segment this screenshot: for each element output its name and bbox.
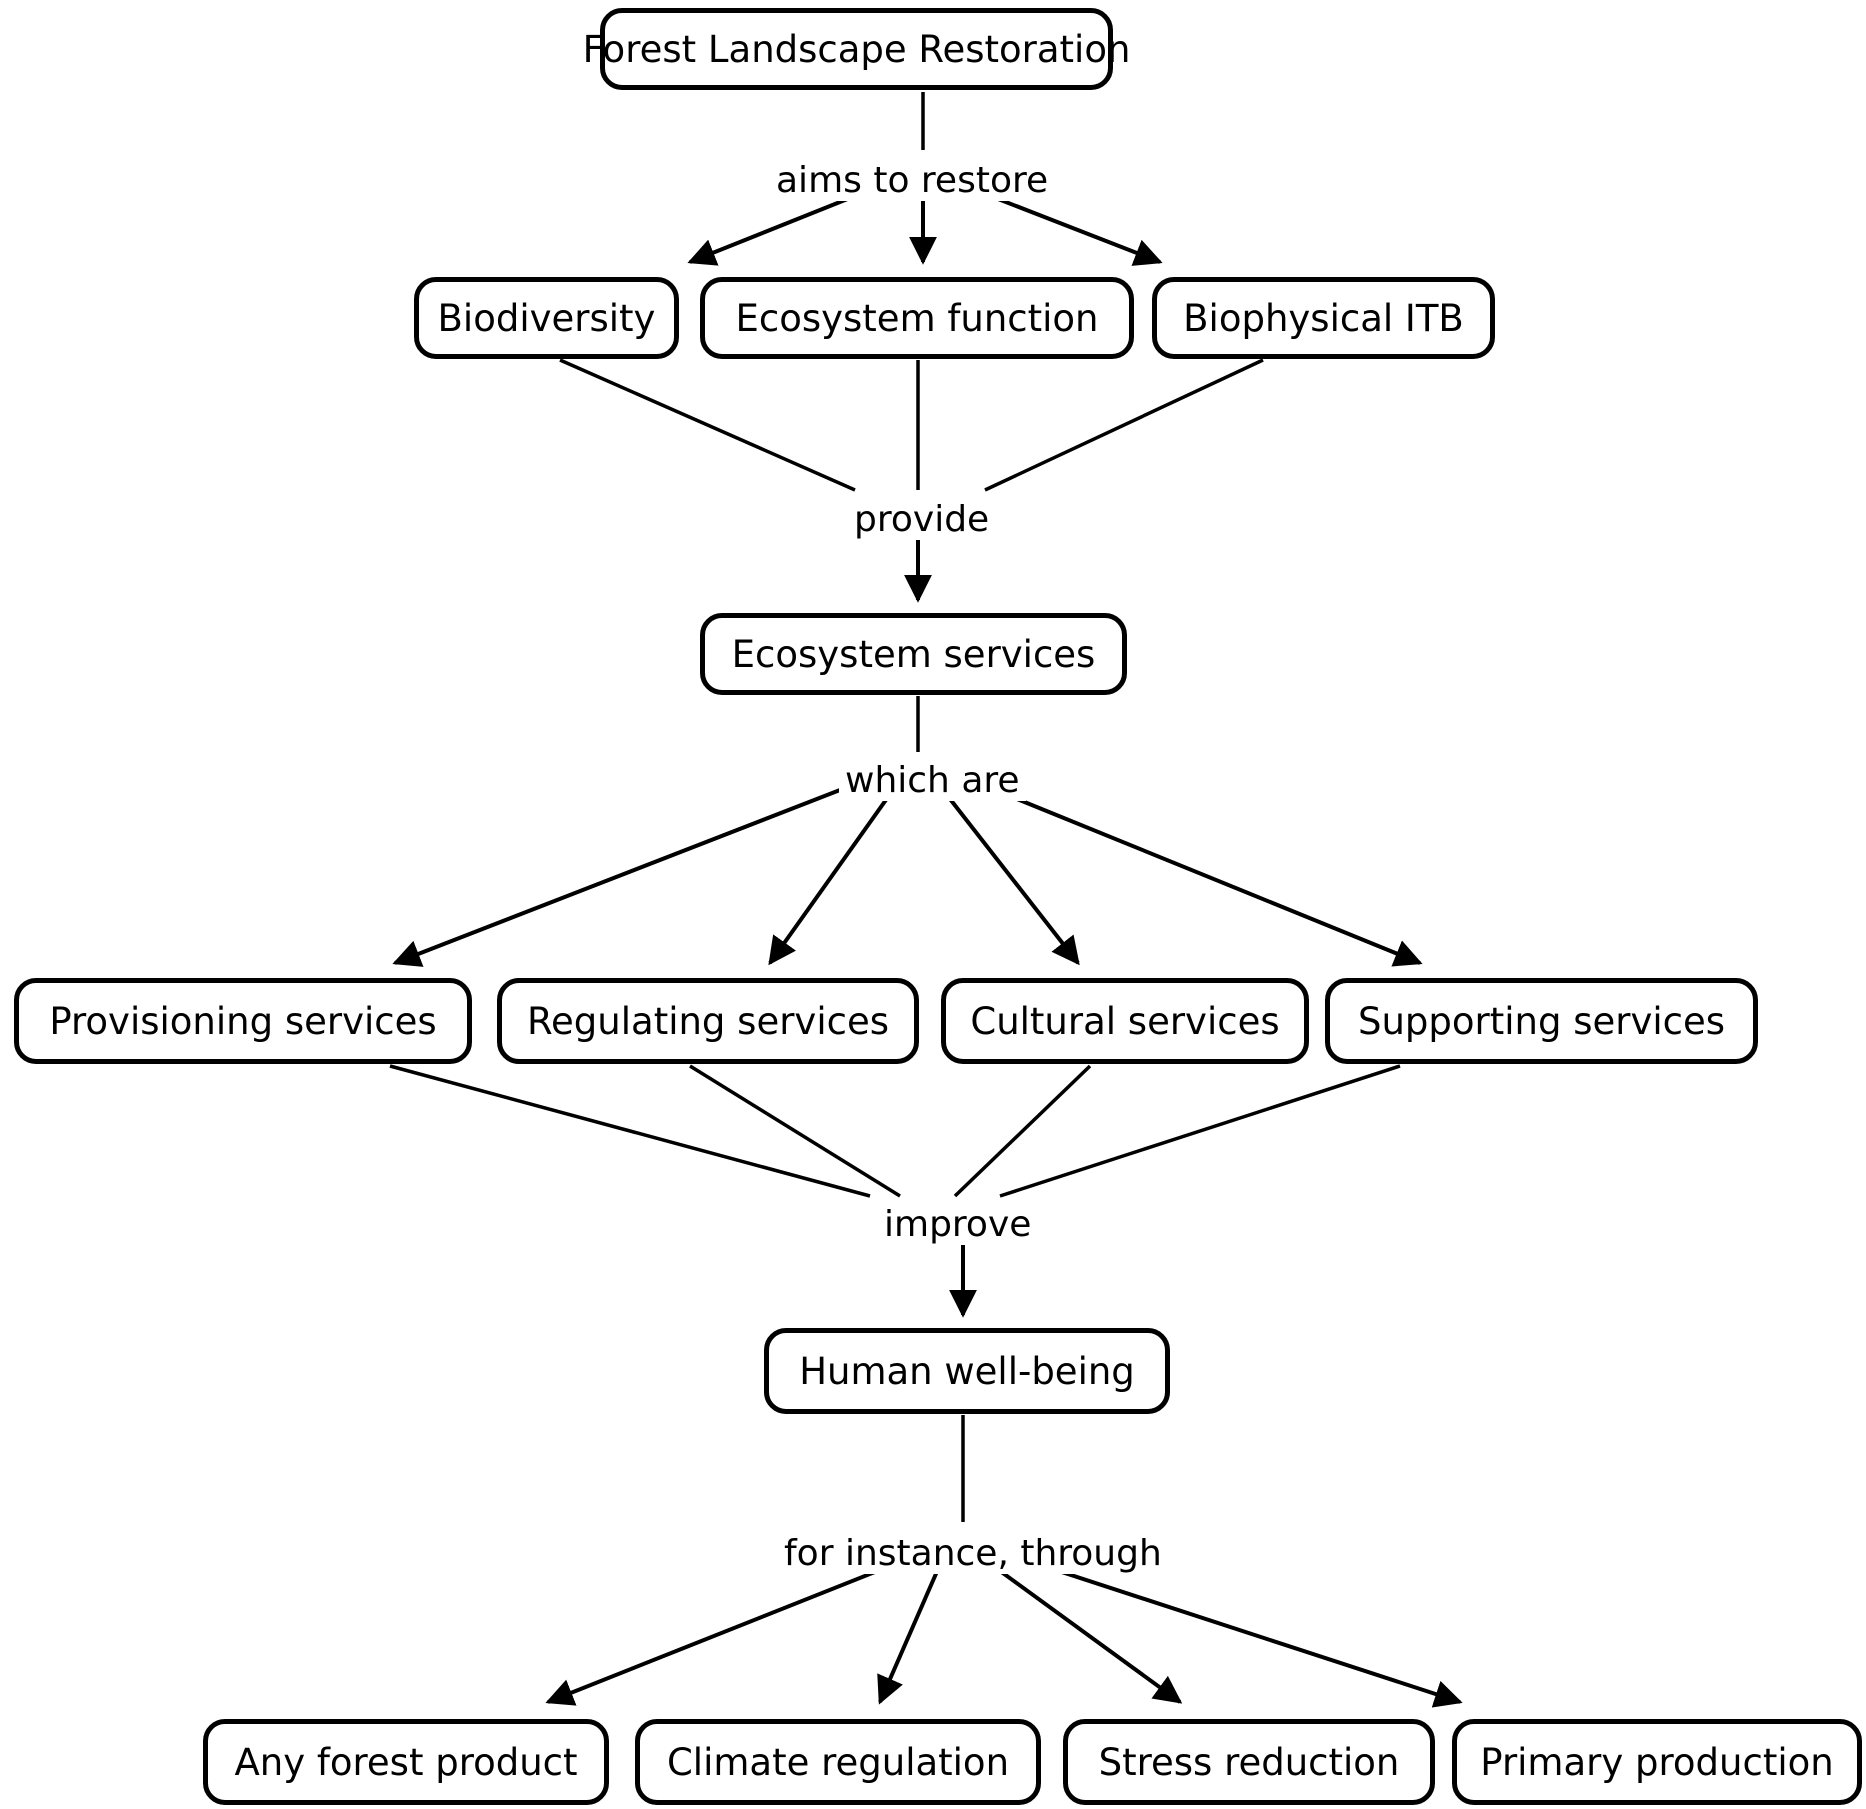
node-label: Ecosystem services [731, 632, 1096, 676]
node-label: Biodiversity [437, 296, 656, 340]
node-label: Human well-being [799, 1349, 1135, 1393]
node-label: Stress reduction [1098, 1740, 1400, 1784]
edge-which-are-to-supporting [994, 788, 1423, 967]
edge-for-instance-to-stress-reduction [983, 1558, 1183, 1704]
node-human-well-being[interactable]: Human well-being [764, 1328, 1170, 1414]
node-stress-reduction[interactable]: Stress reduction [1063, 1719, 1435, 1805]
edge-label-improve: improve [878, 1205, 1038, 1245]
node-primary-production[interactable]: Primary production [1452, 1719, 1862, 1805]
node-any-forest-product[interactable]: Any forest product [203, 1719, 609, 1805]
node-label: Provisioning services [49, 999, 437, 1043]
edge-label-provide: provide [848, 500, 996, 540]
edge-which-are-to-cultural [941, 788, 1080, 966]
node-ecosystem-function[interactable]: Ecosystem function [700, 277, 1134, 359]
node-label: Regulating services [527, 999, 889, 1043]
node-supporting-services[interactable]: Supporting services [1325, 978, 1758, 1064]
node-regulating-services[interactable]: Regulating services [497, 978, 919, 1064]
node-label: Cultural services [970, 999, 1280, 1043]
node-label: Biophysical ITB [1183, 296, 1464, 340]
edge-aims-to-biodiversity [687, 188, 871, 266]
node-label: Forest Landscape Restoration [582, 27, 1131, 71]
node-cultural-services[interactable]: Cultural services [941, 978, 1309, 1064]
edge-label-aims-to-restore: aims to restore [770, 161, 1055, 201]
edge-supporting-to-improve [999, 1064, 1401, 1198]
node-label: Climate regulation [666, 1740, 1010, 1784]
node-biophysical-itb[interactable]: Biophysical ITB [1152, 277, 1495, 359]
node-label: Supporting services [1357, 999, 1726, 1043]
edge-label-which-are: which are [839, 761, 1026, 801]
edge-biophysical-itb-to-provide [984, 358, 1264, 492]
edge-label-for-instance-through: for instance, through [778, 1534, 1168, 1574]
edge-provisioning-to-improve [389, 1064, 871, 1198]
node-climate-regulation[interactable]: Climate regulation [635, 1719, 1041, 1805]
node-forest-landscape-restoration[interactable]: Forest Landscape Restoration [583, 8, 1130, 90]
edge-for-instance-to-any-forest-product [545, 1558, 906, 1706]
node-label: Primary production [1480, 1740, 1834, 1784]
edge-regulating-to-improve [689, 1064, 901, 1198]
edge-for-instance-to-primary-production [1024, 1558, 1463, 1708]
node-label: Any forest product [234, 1740, 578, 1784]
node-label: Ecosystem function [735, 296, 1099, 340]
node-ecosystem-services[interactable]: Ecosystem services [700, 613, 1127, 695]
edge-which-are-to-regulating [768, 788, 895, 966]
edge-cultural-to-improve [953, 1064, 1092, 1198]
node-provisioning-services[interactable]: Provisioning services [14, 978, 472, 1064]
edge-which-are-to-provisioning [392, 788, 841, 967]
edge-for-instance-to-climate-regulation [877, 1559, 944, 1705]
node-biodiversity[interactable]: Biodiversity [414, 277, 679, 359]
edge-biodiversity-to-provide [559, 358, 856, 492]
edge-aims-to-biophysical-itb [974, 188, 1163, 266]
